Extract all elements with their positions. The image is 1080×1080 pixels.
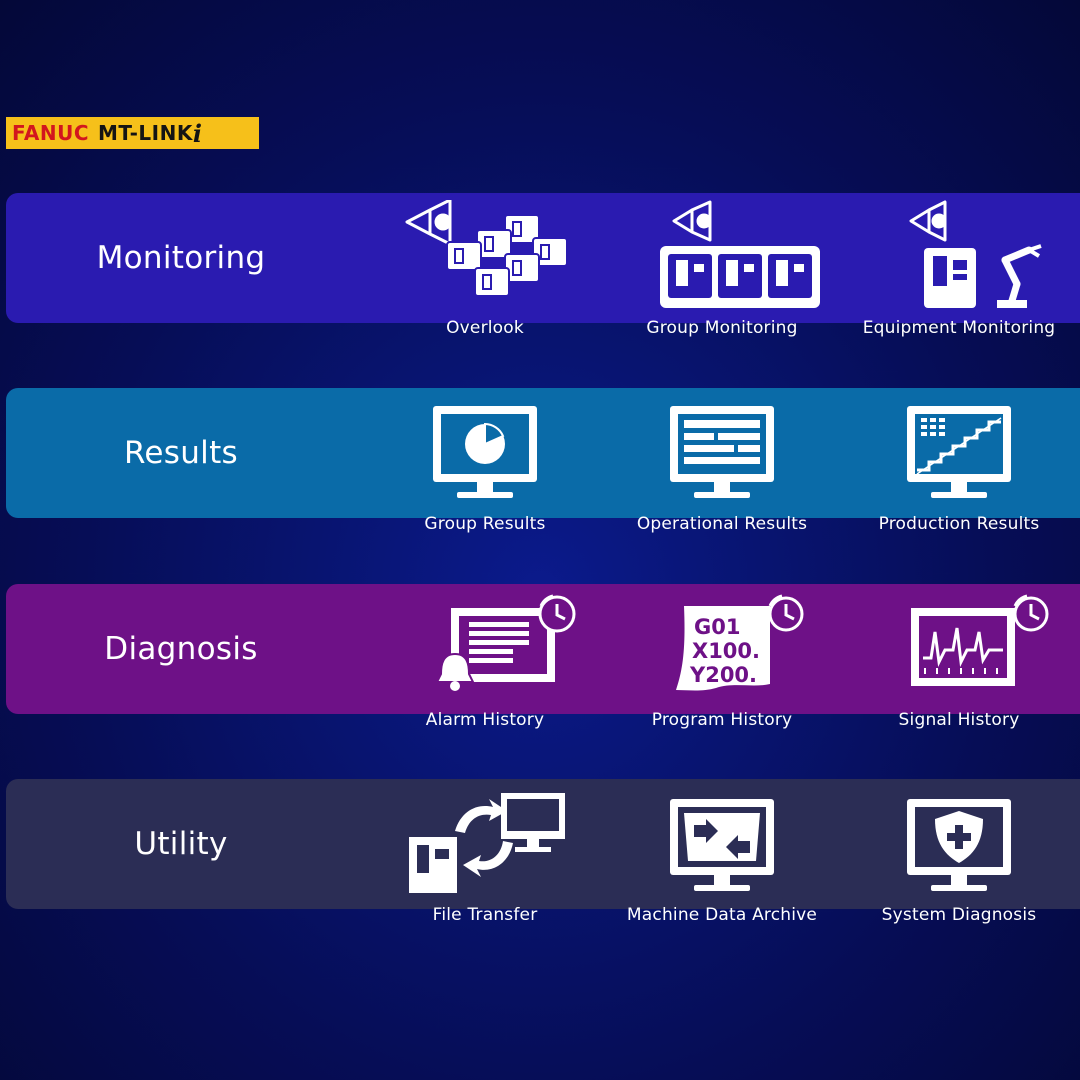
signal-waveform-clock-icon <box>859 592 1059 702</box>
utility-title: Utility <box>134 826 228 862</box>
monitor-pie-chart-icon <box>385 396 585 506</box>
monitor-table-icon <box>622 396 822 506</box>
program-code-line-2: X100. <box>692 639 760 663</box>
machine-group-eye-icon <box>622 200 822 310</box>
alarm-bell-clock-icon <box>385 592 585 702</box>
signal-history-label: Signal History <box>898 710 1020 730</box>
operational-results-label: Operational Results <box>636 514 808 534</box>
group-monitoring-label: Group Monitoring <box>646 318 798 338</box>
monitor-archive-icon <box>622 787 822 897</box>
group-results-label: Group Results <box>424 514 546 534</box>
monitoring-title: Monitoring <box>96 240 266 276</box>
system-diagnosis-label: System Diagnosis <box>881 905 1037 925</box>
program-code-clock-icon: G01 X100. Y200. <box>622 592 822 702</box>
program-history-label: Program History <box>651 710 793 730</box>
program-code-line-3: Y200. <box>689 663 757 687</box>
logo-suffix: i <box>192 118 203 148</box>
file-transfer-label: File Transfer <box>432 905 538 925</box>
production-results-label: Production Results <box>878 514 1040 534</box>
results-title: Results <box>123 435 239 471</box>
results-band: Results <box>6 388 1080 518</box>
multi-machine-eye-icon <box>385 200 585 310</box>
overlook-label: Overlook <box>446 318 524 338</box>
file-transfer-arrows-icon <box>385 787 585 897</box>
logo-product: MT-LINK <box>98 121 193 145</box>
equipment-monitoring-label: Equipment Monitoring <box>862 318 1056 338</box>
logo-brand: FANUC <box>12 121 90 145</box>
utility-band: Utility <box>6 779 1080 909</box>
alarm-history-label: Alarm History <box>425 710 545 730</box>
program-code-line-1: G01 <box>694 615 740 639</box>
fanuc-mt-link-logo: FANUC MT-LINK i <box>6 117 259 149</box>
monitor-staircase-chart-icon <box>859 396 1059 506</box>
machine-data-archive-label: Machine Data Archive <box>626 905 818 925</box>
diagnosis-title: Diagnosis <box>104 631 258 667</box>
machine-robot-eye-icon <box>859 200 1059 310</box>
monitor-shield-icon <box>859 787 1059 897</box>
